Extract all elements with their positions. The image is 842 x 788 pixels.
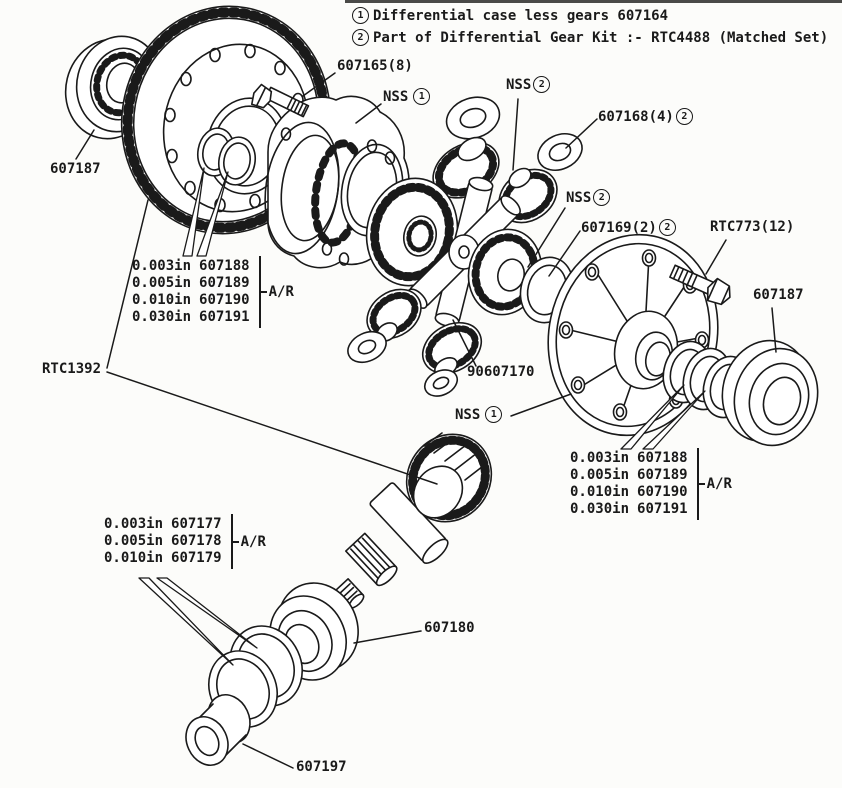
label-thrust-washer: 607168(4) 2 xyxy=(598,108,693,125)
bracket xyxy=(693,448,699,520)
circled-2-icon: 2 xyxy=(533,76,551,93)
cover-bolt-drawing xyxy=(669,264,731,306)
label-crownwheel-bolt: 607165(8) xyxy=(337,58,413,74)
crown-wheel-drawing xyxy=(120,5,332,235)
label-cross-shaft: 90607170 xyxy=(467,364,535,380)
label-nss-cover: NSS 1 xyxy=(455,406,503,423)
as-required-note: A/R xyxy=(261,284,294,300)
circled-2-icon: 2 xyxy=(675,108,693,125)
callout-arrows xyxy=(138,167,706,666)
label-nss-washer-top: NSS 2 xyxy=(506,76,551,93)
label-pinion-bearing: 607180 xyxy=(424,620,475,636)
circled-1-icon: 1 xyxy=(352,7,369,24)
pinion-drawing xyxy=(334,432,493,609)
legend-text: Part of Differential Gear Kit :- RTC4488… xyxy=(373,29,829,46)
legend-item-gear-kit: 2 Part of Differential Gear Kit :- RTC44… xyxy=(352,29,828,46)
bracket xyxy=(227,514,233,569)
circled-1-icon: 1 xyxy=(413,88,431,105)
as-required-note: A/R xyxy=(699,476,732,492)
label-diff-washer: 607169(2) 2 xyxy=(581,219,676,236)
side-gear-washers-drawing xyxy=(347,228,575,397)
label-bearing-left: 607187 xyxy=(50,161,101,177)
scan-artifact-strip xyxy=(345,0,842,3)
spacer-drawing xyxy=(185,694,251,766)
bracket xyxy=(255,256,261,328)
label-crownwheel-pinion-set: RTC1392 xyxy=(42,361,102,377)
label-nss-case: NSS 1 xyxy=(383,88,431,105)
label-pinion-spacer: 607197 xyxy=(296,759,347,775)
legend-item-diff-case: 1 Differential case less gears 607164 xyxy=(352,7,668,24)
circled-2-icon: 2 xyxy=(593,189,611,206)
label-cover-bolt: RTC773(12) xyxy=(710,219,795,235)
right-bearing-drawing xyxy=(721,339,819,447)
label-bearing-right: 607187 xyxy=(753,287,804,303)
circled-2-icon: 2 xyxy=(352,29,369,46)
legend-text: Differential case less gears 607164 xyxy=(373,7,669,24)
case-bolt-drawing xyxy=(250,83,310,118)
circled-2-icon: 2 xyxy=(658,219,676,236)
leader-lines xyxy=(75,72,777,769)
circled-1-icon: 1 xyxy=(485,406,503,423)
label-nss-washer-mid: NSS 2 xyxy=(566,189,611,206)
cover-plate-drawing xyxy=(547,233,719,437)
as-required-note: A/R xyxy=(233,534,266,550)
